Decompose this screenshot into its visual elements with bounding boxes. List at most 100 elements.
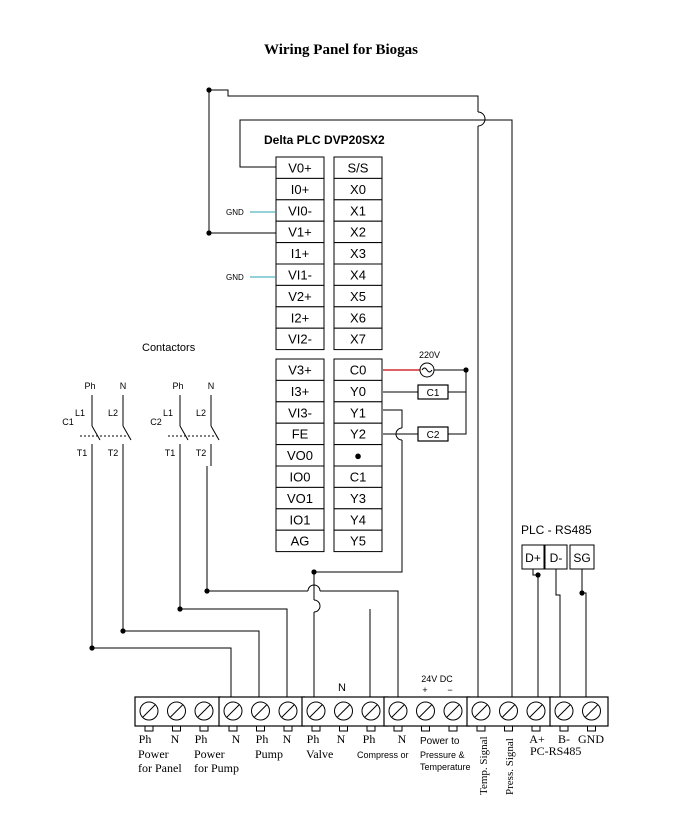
screw-slot-icon	[585, 704, 598, 718]
screw-terminal-icon	[388, 701, 408, 721]
terminal-24vdc-label: 24V DC	[421, 674, 453, 684]
plc-terminal-label: IO0	[290, 470, 311, 485]
plc-terminal-label: C0	[350, 363, 367, 378]
screw-slot-icon	[170, 704, 183, 718]
label-press-signal: Press. Signal	[504, 738, 516, 795]
terminal-n-label: N	[338, 682, 346, 694]
rs485-connector: D+ D- SG	[521, 544, 595, 570]
label-power-panel-2: for Panel	[138, 761, 182, 775]
screw-terminal-icon	[223, 701, 243, 721]
contactors-title: Contactors	[142, 342, 196, 354]
screw-terminal-icon	[194, 701, 214, 721]
screw-slot-icon	[226, 704, 240, 718]
plc-terminal-label: I2+	[291, 310, 309, 325]
plc-terminal-label: Y2	[350, 427, 366, 442]
plc-terminal-cell	[275, 327, 325, 351]
top-wiring	[206, 87, 513, 697]
plc-terminal-label: Y4	[350, 512, 366, 527]
terminal-bottom-label: B-	[558, 732, 570, 746]
rs485-pin-label: SG	[573, 551, 590, 565]
plc-name: Delta PLC DVP20SX2	[264, 133, 385, 147]
gnd-label-vi0: GND	[226, 208, 244, 217]
terminal-plus-label: +	[422, 685, 427, 695]
terminal-clamp	[421, 725, 430, 732]
plc-terminal-label: C1	[350, 470, 367, 485]
contact-switch-icon	[179, 425, 189, 441]
label-power-to-3: Temperature	[420, 762, 471, 772]
rs485-pin-label: D+	[525, 551, 541, 565]
terminal-clamp	[448, 725, 458, 732]
plc-terminal-label: V1+	[288, 225, 312, 240]
contactor-t1-label: T1	[165, 448, 176, 458]
plc-terminal-label: Y3	[350, 491, 366, 506]
plc-terminal-cell	[333, 327, 383, 351]
label-power-to-2: Pressure &	[420, 750, 465, 760]
plc-terminal-label: X3	[350, 246, 366, 261]
lower-wiring	[89, 466, 587, 697]
screw-slot-icon	[281, 704, 295, 718]
plc-terminal-label: X4	[350, 268, 366, 283]
label-power-panel-1: Power	[138, 747, 169, 761]
plc-terminal-label: X2	[350, 225, 366, 240]
plc-terminal-label: X6	[350, 310, 366, 325]
plc-terminal-label: ●	[354, 448, 362, 463]
terminal-bottom-label: Ph	[139, 732, 152, 746]
terminal-minus-label: −	[447, 685, 452, 695]
gnd-label-vi1: GND	[226, 273, 244, 282]
terminal-bottom-label: Ph	[307, 732, 320, 746]
diagram-title: Wiring Panel for Biogas	[264, 42, 418, 58]
terminal-bottom-label: Ph	[363, 732, 376, 746]
screw-slot-icon	[197, 704, 211, 718]
screw-slot-icon	[254, 704, 267, 718]
label-pump: Pump	[255, 747, 283, 761]
plc-terminal-label: VI0-	[288, 203, 312, 218]
plc-input-block: V0+S/SI0+X0VI0-X1V1+X2I1+X3VI1-X4V2+X5I2…	[275, 156, 383, 351]
label-compressor: Compress or	[357, 750, 409, 760]
screw-slot-icon	[557, 704, 571, 718]
plc-terminal-label: IO1	[290, 512, 311, 527]
terminal-bottom-label: N	[398, 732, 407, 746]
label-power-to-1: Power to	[420, 736, 460, 747]
screw-slot-icon	[364, 704, 378, 718]
contactor-t2-label: T2	[196, 448, 207, 458]
screw-terminal-icon	[554, 701, 574, 721]
terminal-bottom-label: N	[337, 732, 346, 746]
plc-terminal-label: I3+	[291, 384, 309, 399]
contact-switch-icon	[210, 425, 220, 441]
label-power-pump-1: Power	[194, 747, 225, 761]
screw-slot-icon	[446, 704, 460, 718]
plc-terminal-label: FE	[292, 427, 309, 442]
plc-terminal-label: VI3-	[288, 405, 312, 420]
junction-dot	[206, 87, 212, 93]
junction-dot	[206, 230, 212, 236]
plc-terminal-label: X5	[350, 289, 366, 304]
contactor-ph-label: Ph	[84, 381, 95, 391]
plc-terminal-label: X0	[350, 182, 366, 197]
terminal-bottom-label: GND	[578, 732, 604, 746]
terminal-clamp	[531, 725, 541, 732]
contactor-coil-label: C1	[62, 417, 74, 427]
screw-terminal-icon	[361, 701, 381, 721]
screw-terminal-icon	[167, 701, 186, 721]
screw-terminal-icon	[306, 701, 326, 721]
label-temp-signal: Temp. Signal	[478, 736, 490, 795]
plc-terminal-label: Y1	[350, 405, 366, 420]
terminal-bottom-label: Ph	[195, 732, 208, 746]
screw-terminal-icon	[278, 701, 298, 721]
terminal-bottom-label: N	[232, 732, 241, 746]
rs485-pin-label: D-	[550, 551, 563, 565]
plc-terminal-label: AG	[291, 534, 310, 549]
terminal-clamp	[256, 725, 265, 732]
terminal-clamp	[504, 725, 513, 732]
screw-terminal-icon	[471, 701, 491, 721]
screw-terminal-icon	[416, 701, 435, 721]
contactor-l2-label: L2	[196, 408, 206, 418]
relay-coil-c2-label: C2	[427, 430, 440, 441]
terminal-clamp	[339, 725, 348, 732]
plc-terminal-label: X1	[350, 203, 366, 218]
screw-terminal-icon	[334, 701, 353, 721]
rs485-title: PLC - RS485	[521, 523, 592, 537]
